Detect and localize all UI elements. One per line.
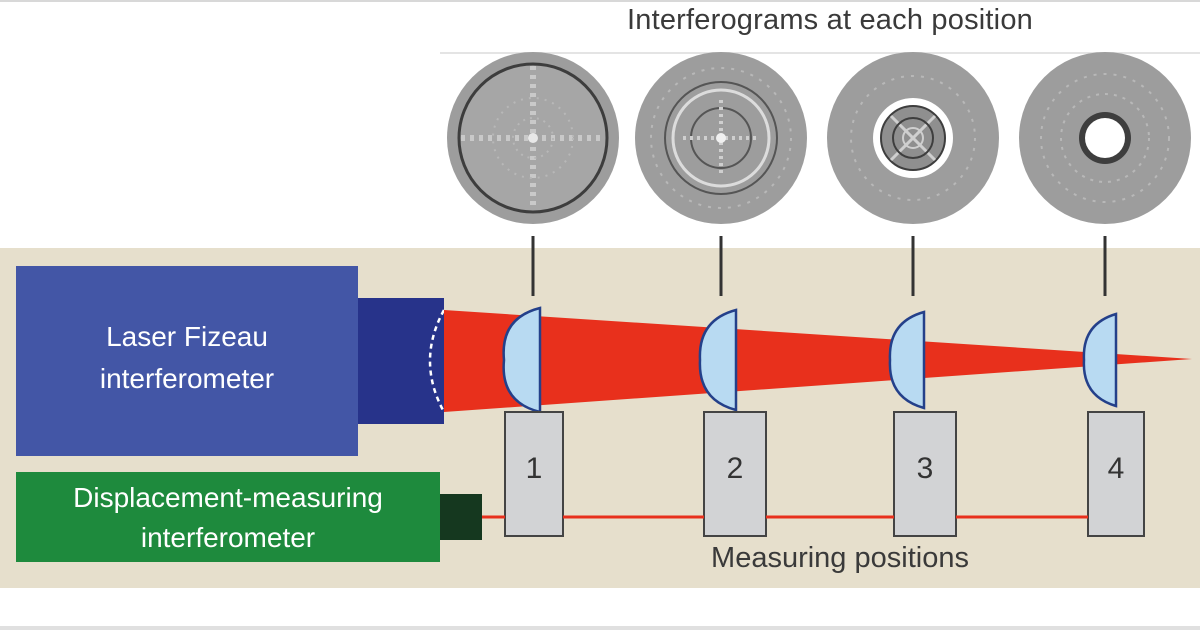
- position-label-3: 3: [916, 452, 934, 485]
- displacement-line-2: interferometer: [140, 522, 316, 553]
- interferogram-2: [635, 52, 807, 224]
- laser-fizeau-nozzle: [358, 298, 444, 424]
- displacement-line-1: Displacement-measuring: [73, 482, 383, 513]
- position-label-2: 2: [726, 452, 744, 485]
- displacement-label: Displacement-measuring interferometer: [16, 478, 440, 558]
- top-border: [0, 0, 1200, 2]
- lens-4: [1082, 312, 1118, 408]
- bottom-border: [0, 626, 1200, 630]
- laser-beam: [444, 310, 1192, 412]
- position-label-4: 4: [1107, 452, 1125, 485]
- lens-3: [888, 310, 926, 410]
- stage-4: [1087, 411, 1145, 537]
- stage-1: [504, 411, 564, 537]
- laser-fizeau-body: [16, 266, 358, 456]
- displacement-nozzle: [440, 494, 482, 540]
- lens-1: [502, 306, 542, 414]
- position-stages: [504, 411, 1145, 537]
- stage-3: [893, 411, 957, 537]
- position-label-1: 1: [525, 452, 543, 485]
- displacement-body: [16, 472, 440, 562]
- reference-surface: [428, 309, 446, 413]
- header-rule: [440, 52, 1200, 54]
- lenses: [502, 306, 1118, 414]
- interferogram-4: [1019, 52, 1191, 224]
- stage-2: [703, 411, 767, 537]
- measuring-positions-caption: Measuring positions: [711, 542, 969, 574]
- lens-2: [698, 308, 738, 412]
- interferogram-3: [827, 52, 999, 224]
- connector-lines: [531, 236, 1107, 296]
- interferogram-1: [447, 52, 619, 224]
- laser-fizeau-line-1: Laser Fizeau: [106, 321, 268, 352]
- laser-fizeau-label: Laser Fizeau interferometer: [18, 316, 356, 400]
- laser-fizeau-line-2: interferometer: [99, 363, 275, 394]
- interferograms-title: Interferograms at each position: [627, 4, 1033, 36]
